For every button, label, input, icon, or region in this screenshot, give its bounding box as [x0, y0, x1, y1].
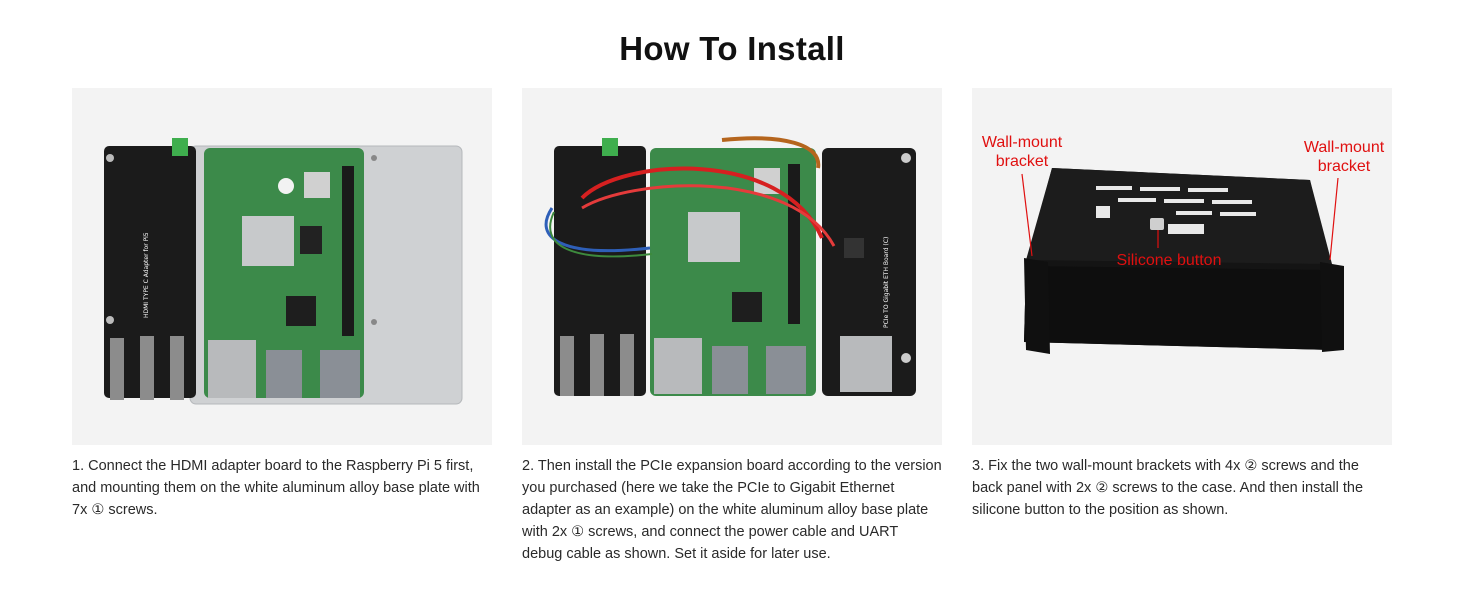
power-cable	[580, 166, 824, 239]
usb-port	[320, 350, 360, 398]
step-1-illustration: HDMI TYPE C Adapter for Pi5	[104, 138, 463, 405]
step-3-illustration	[1021, 168, 1344, 354]
screw-icon	[106, 316, 114, 324]
page-title: How To Install	[619, 30, 845, 67]
soc-chip	[688, 212, 740, 262]
vent-slot	[1220, 212, 1256, 216]
pcie-ethernet-board	[822, 148, 916, 396]
screw-icon	[901, 353, 911, 363]
step-2-image: PCIe TO Gigabit ETH Board (C)	[522, 88, 942, 445]
step-2-illustration: PCIe TO Gigabit ETH Board (C)	[544, 136, 916, 396]
raspberry-pi-board	[204, 148, 364, 398]
power-cable	[581, 184, 836, 247]
wall-mount-bracket-right	[1320, 262, 1344, 352]
install-step-3: Wall-mount bracket Wall-mount bracket Si…	[972, 88, 1392, 521]
install-step-2: PCIe TO Gigabit ETH Board (C) 2. Then in…	[522, 88, 942, 565]
pcie-board-label: PCIe TO Gigabit ETH Board (C)	[883, 237, 890, 328]
screw-hole	[371, 155, 377, 161]
usb-port	[766, 346, 806, 394]
vent-slot	[1118, 198, 1156, 202]
ram-chip	[300, 226, 322, 254]
step-1-image: HDMI TYPE C Adapter for Pi5	[72, 88, 492, 445]
callout-line-right	[1329, 177, 1339, 261]
vent-slot	[1096, 186, 1132, 190]
soc-chip	[242, 216, 294, 266]
rp1-chip	[732, 292, 762, 322]
terminal-block	[602, 138, 618, 156]
callout-left-bracket: Wall-mount bracket	[981, 134, 1063, 170]
vent-slot	[1188, 188, 1228, 192]
case-top-face	[1026, 168, 1332, 264]
ethernet-port	[208, 340, 256, 398]
case-front	[1024, 266, 1334, 350]
raspberry-logo	[278, 178, 294, 194]
hdmi-adapter-board	[104, 146, 196, 398]
vent-slot	[1176, 211, 1212, 215]
hdmi-adapter-label: HDMI TYPE C Adapter for Pi5	[143, 232, 150, 318]
usb-port	[266, 350, 302, 398]
rp1-chip	[286, 296, 316, 326]
install-step-1: HDMI TYPE C Adapter for Pi5 1. Connect t…	[72, 88, 492, 521]
step-1-caption: 1. Connect the HDMI adapter board to the…	[72, 458, 480, 518]
hdmi-port	[620, 334, 634, 396]
pcie-ribbon-cable	[721, 136, 821, 169]
hdmi-port	[560, 336, 574, 396]
hdmi-port	[170, 336, 184, 400]
step-2-caption: 2. Then install the PCIe expansion board…	[522, 458, 942, 562]
gpio-header	[788, 164, 800, 324]
gigabit-ethernet-port	[840, 336, 892, 392]
vent-slot	[1140, 187, 1180, 191]
raspberry-pi-board	[650, 148, 816, 396]
callout-silicone-button: Silicone button	[1116, 252, 1222, 269]
hdmi-adapter-board	[554, 146, 646, 396]
screw-icon	[901, 153, 911, 163]
silicone-button	[1150, 218, 1164, 230]
vent-slot	[1212, 200, 1252, 204]
screw-icon	[106, 154, 114, 162]
callout-right-bracket: Wall-mount bracket	[1303, 139, 1385, 175]
hdmi-port	[140, 336, 154, 400]
step-3-caption: 3. Fix the two wall-mount brackets with …	[972, 458, 1364, 518]
terminal-block	[172, 138, 188, 156]
screw-hole	[371, 319, 377, 325]
case-opening	[1168, 224, 1204, 234]
uart-cable	[549, 211, 653, 258]
hdmi-port	[110, 338, 124, 400]
pcie-chip	[844, 238, 864, 258]
ethernet-port	[654, 338, 702, 394]
step-3-image: Wall-mount bracket Wall-mount bracket Si…	[972, 88, 1392, 445]
uart-cable	[544, 207, 651, 253]
hdmi-port	[590, 334, 604, 396]
usb-port	[712, 346, 748, 394]
case-opening	[1096, 206, 1110, 218]
gpio-header	[342, 166, 354, 336]
wall-mount-bracket-left	[1024, 258, 1050, 354]
vent-slot	[1164, 199, 1204, 203]
callout-line-left	[1021, 173, 1033, 257]
wifi-shield	[304, 172, 330, 198]
